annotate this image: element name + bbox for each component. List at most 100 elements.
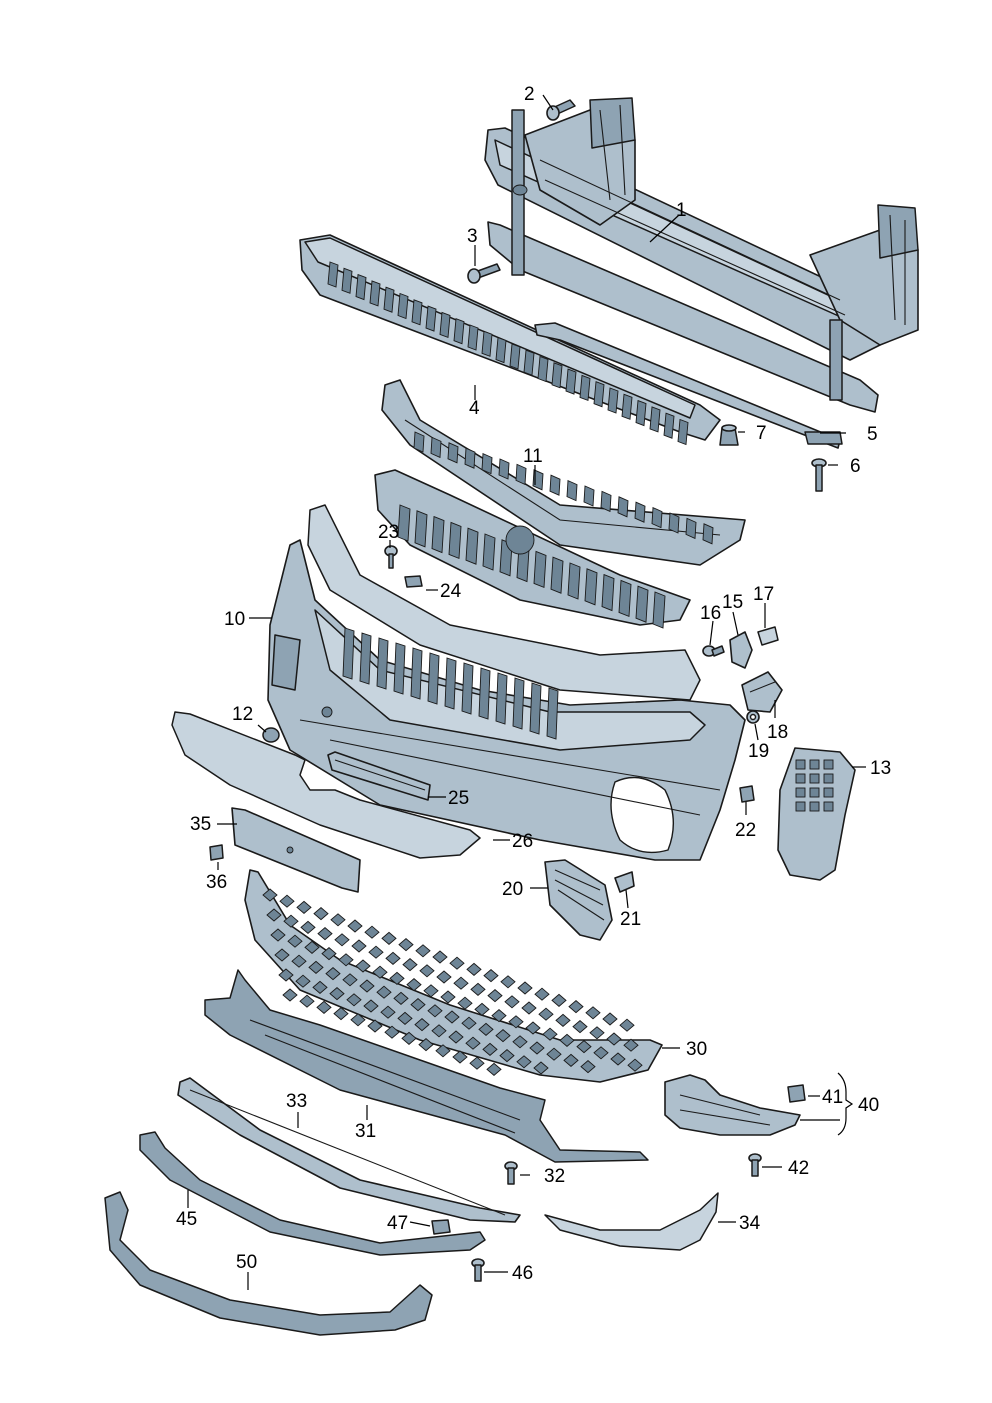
mesh-cell [478, 1022, 494, 1036]
mesh-cell [266, 908, 282, 922]
grille-slot [567, 562, 581, 600]
cover-slot [495, 672, 508, 725]
guide-cell [795, 787, 806, 798]
mesh-cell [491, 1009, 507, 1023]
mesh-cell [418, 1038, 434, 1052]
mesh-cell [393, 991, 409, 1005]
mesh-cell [529, 1041, 545, 1055]
callout-36: 36 [206, 872, 227, 893]
mesh-cell [444, 1010, 460, 1024]
absorber-rib [677, 418, 689, 446]
mesh-cell [278, 968, 294, 982]
grille-slot [448, 521, 462, 560]
grille-slot [533, 550, 547, 589]
mesh-cell [270, 928, 286, 942]
part-screw-46 [471, 1258, 485, 1282]
mesh-cell [453, 976, 469, 990]
absorber-rib [411, 299, 423, 326]
callout-34: 34 [739, 1213, 761, 1234]
mesh-cell [300, 920, 316, 934]
callout-12: 12 [232, 704, 253, 725]
part-bracket-15 [729, 631, 753, 669]
part-plug-12 [262, 727, 280, 743]
mesh-cell [308, 960, 324, 974]
part-grille-insert-25 [327, 751, 431, 801]
cover-slot [461, 662, 474, 715]
mesh-cell [487, 989, 503, 1003]
mesh-cell [333, 1007, 349, 1021]
leader-lines [187, 94, 866, 1290]
mesh-cell [325, 967, 341, 981]
callout-23: 23 [378, 522, 399, 543]
mesh-cell [576, 1040, 592, 1054]
mesh-cell [436, 970, 452, 984]
mesh-cell [546, 1047, 562, 1061]
part-screw-23 [384, 545, 398, 569]
callout-3: 3 [467, 226, 478, 247]
mesh-cell [423, 984, 439, 998]
mesh-cell [283, 914, 299, 928]
mesh-cell [499, 1049, 515, 1063]
mesh-cell [483, 969, 499, 983]
part-clip-21 [614, 871, 635, 893]
part-screw-16 [702, 645, 725, 657]
mesh-cell [572, 1020, 588, 1034]
mesh-cell [381, 931, 397, 945]
absorber-rib [355, 273, 367, 301]
mesh-cell [461, 1016, 477, 1030]
absorber-rib [425, 305, 437, 332]
callout-7: 7 [756, 423, 767, 444]
mesh-cell [431, 1024, 447, 1038]
part-bolt-3 [467, 263, 501, 284]
callout-19: 19 [748, 741, 769, 762]
mesh-cell [508, 1015, 524, 1029]
part-spoiler-33 [177, 1077, 521, 1223]
bracket-rib [464, 447, 476, 469]
mesh-cell [346, 993, 362, 1007]
absorber-rib [551, 362, 563, 389]
callout-18: 18 [767, 722, 788, 743]
grille-slot [652, 591, 666, 629]
mesh-cell [338, 953, 354, 967]
part-side-trim-34 [544, 1192, 719, 1251]
mesh-cell [317, 927, 333, 941]
absorber-rib [523, 349, 535, 376]
cover-slot [376, 637, 389, 690]
part-bracket-18 [741, 671, 783, 713]
cover-slot [529, 682, 542, 735]
bracket-rib [617, 496, 629, 518]
cover-slot [546, 687, 559, 740]
callout-32: 32 [544, 1166, 565, 1187]
mesh-cell [457, 996, 473, 1010]
bracket-rib [668, 512, 680, 534]
bracket-rib [481, 452, 493, 475]
mesh-cell [440, 990, 456, 1004]
part-bumper-carrier [484, 97, 919, 413]
mesh-cell [606, 1032, 622, 1046]
mesh-cell [449, 956, 465, 970]
mesh-cell [398, 938, 414, 952]
bracket-rib [498, 458, 510, 480]
mesh-cell [568, 1000, 584, 1014]
callout-11: 11 [523, 446, 543, 467]
mesh-cell [542, 1027, 558, 1041]
mesh-cell [486, 1062, 502, 1076]
bracket-rib [515, 463, 527, 486]
grille-slot [465, 527, 479, 565]
callout-50: 50 [236, 1252, 257, 1273]
cover-slot [342, 627, 355, 680]
callout-40: 40 [858, 1095, 879, 1116]
mesh-cell [435, 1044, 451, 1058]
bracket-rib [651, 506, 663, 529]
callout-31: 31 [355, 1121, 376, 1142]
callout-20: 20 [502, 879, 523, 900]
part-clip-17 [757, 626, 779, 646]
absorber-rib [649, 406, 661, 433]
cover-slot [512, 677, 525, 730]
callout-41: 41 [822, 1087, 843, 1108]
mesh-cell [329, 987, 345, 1001]
mesh-cell [589, 1026, 605, 1040]
mesh-cell [525, 1021, 541, 1035]
callout-10: 10 [224, 609, 245, 630]
callout-4: 4 [469, 398, 480, 419]
